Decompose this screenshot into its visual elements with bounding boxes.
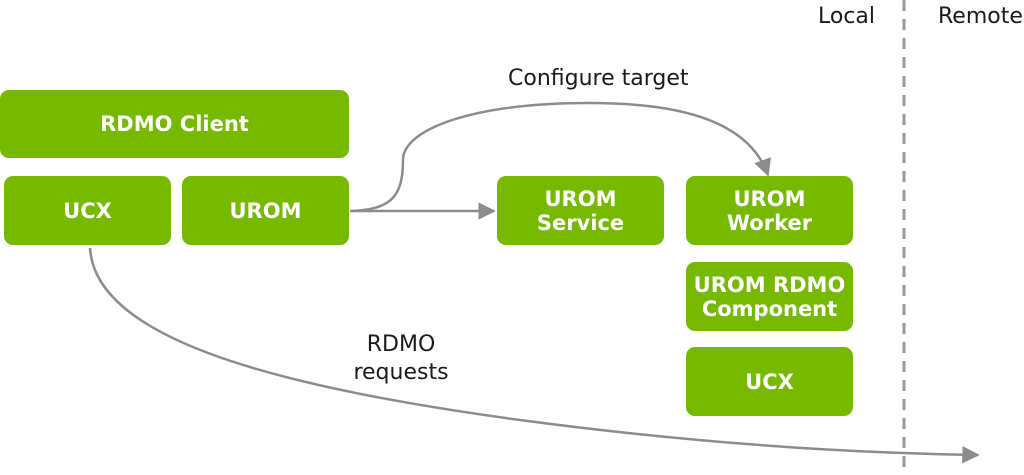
urom-worker-line1: UROM [733,186,806,211]
ucx-client-label: UCX [63,198,112,223]
urom-worker-box: UROM Worker [686,176,853,245]
rdmo-requests-line1: RDMO [366,332,436,357]
local-region-label: Local [818,4,876,29]
urom-service-line2: Service [536,210,625,235]
ucx-client-box: UCX [4,176,171,245]
urom-client-box: UROM [182,176,349,245]
ucx-remote-label: UCX [745,369,794,394]
urom-service-line1: UROM [544,186,617,211]
rdmo-client-label: RDMO Client [100,112,249,136]
urom-worker-line2: Worker [726,210,813,235]
urom-rdmo-component-line2: Component [701,296,838,321]
urom-rdmo-component-line1: UROM RDMO [693,272,846,297]
configure-target-arrow [351,101,771,213]
rdmo-client-box: RDMO Client [0,90,349,158]
rdmo-requests-arrow [88,247,980,464]
urom-service-box: UROM Service [497,176,664,245]
configure-target-label: Configure target [508,66,689,91]
rdmo-requests-label: RDMO requests [336,331,466,387]
urom-client-label: UROM [229,198,302,223]
rdmo-requests-line2: requests [353,360,449,385]
remote-region-label: Remote [938,4,1023,29]
ucx-remote-box: UCX [686,347,853,416]
urom-rdmo-component-box: UROM RDMO Component [686,262,853,331]
